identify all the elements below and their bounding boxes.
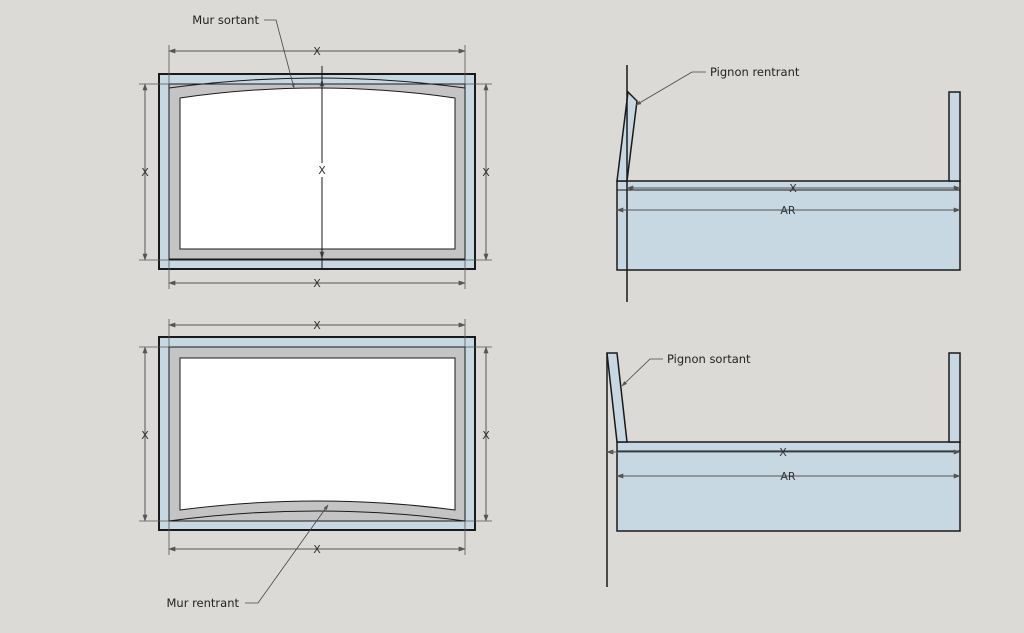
callout-leader	[264, 19, 295, 89]
callout-leader	[245, 504, 329, 604]
section-pignon-rentrant: X AR Pignon rentrant	[616, 65, 961, 302]
caving-wall	[168, 510, 466, 522]
section-pignon-sortant: X AR Pignon sortant	[606, 352, 961, 587]
label-pignon-rentrant: Pignon rentrant	[710, 65, 800, 79]
bulging-wall	[168, 77, 466, 89]
gable-wall-right	[948, 91, 961, 182]
dim-label-ar: AR	[780, 204, 796, 217]
dim-label-ar: AR	[780, 470, 796, 483]
callout-leader	[621, 358, 663, 387]
dim-label: X	[779, 446, 787, 459]
dim-label: X	[482, 166, 490, 179]
label-pignon-sortant: Pignon sortant	[667, 352, 751, 366]
gable-wall-right	[948, 352, 961, 443]
label-mur-sortant: Mur sortant	[192, 13, 259, 27]
dim-label: X	[313, 543, 321, 556]
dim-label: X	[141, 166, 149, 179]
plan-mur-rentrant: X X X X Mur rentrant	[139, 319, 492, 610]
gable-wall-left	[606, 352, 628, 443]
dim-label: X	[789, 182, 797, 195]
callout-leader	[635, 71, 706, 106]
floor-area	[179, 357, 456, 511]
dim-label: X	[318, 164, 326, 177]
dim-label: X	[313, 277, 321, 290]
plan-mur-sortant: X X X X X Mur sortant	[139, 13, 492, 290]
dim-label: X	[313, 319, 321, 332]
section-body	[616, 441, 961, 532]
dim-label: X	[141, 429, 149, 442]
label-mur-rentrant: Mur rentrant	[166, 596, 239, 610]
section-body	[616, 180, 961, 271]
dim-label: X	[313, 45, 321, 58]
dim-label: X	[482, 429, 490, 442]
